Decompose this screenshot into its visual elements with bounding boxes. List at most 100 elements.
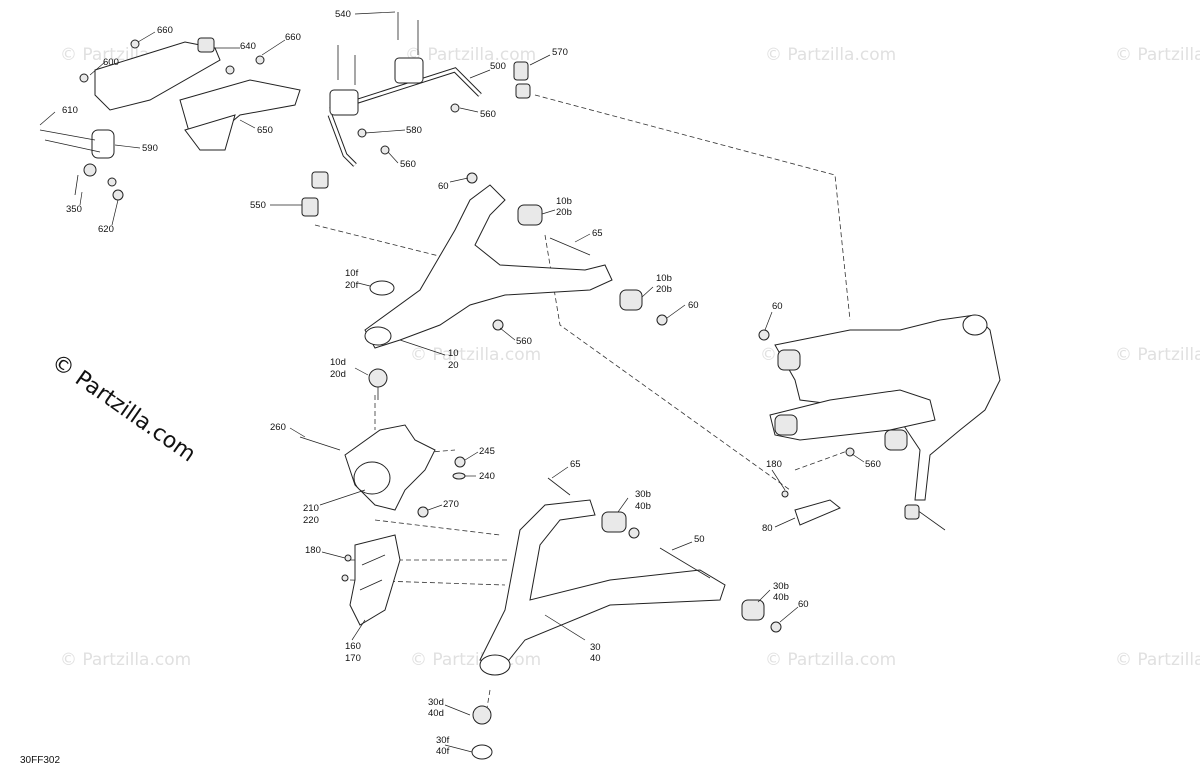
nut-icon xyxy=(341,574,349,582)
nut-icon xyxy=(112,189,124,201)
callout-600: 600 xyxy=(103,57,119,68)
nut-icon xyxy=(225,65,235,75)
nut-icon xyxy=(83,163,97,177)
a-arm-icon xyxy=(364,184,613,349)
callout-180: 180 xyxy=(305,545,321,556)
callout-180: 180 xyxy=(766,459,782,470)
callout-650: 650 xyxy=(257,125,273,136)
nut-icon xyxy=(357,128,367,138)
nut-icon xyxy=(656,314,668,326)
callout-240: 240 xyxy=(479,471,495,482)
callout-245: 245 xyxy=(479,446,495,457)
ball-joint-icon xyxy=(472,705,492,725)
upper-a-arm-group xyxy=(364,172,668,400)
callout-620: 620 xyxy=(98,224,114,235)
ball-joint-icon xyxy=(904,504,920,520)
bushing-icon xyxy=(517,204,543,226)
callout-40: 40 xyxy=(590,653,601,664)
callout-660: 660 xyxy=(285,32,301,43)
drawing-code: 30FF302 xyxy=(20,755,60,766)
watermark: © Partzilla.com xyxy=(1115,345,1200,365)
callout-65: 65 xyxy=(570,459,581,470)
callout-20b: 20b xyxy=(556,207,572,218)
watermark-layer: © Partzilla.com © Partzilla.com © Partzi… xyxy=(60,45,1200,670)
callout-260: 260 xyxy=(270,422,286,433)
nut-icon xyxy=(454,456,466,468)
callout-500: 500 xyxy=(490,61,506,72)
brand-logo-text: © Partzilla.com xyxy=(47,349,200,467)
callout-580: 580 xyxy=(406,125,422,136)
callout-40b: 40b xyxy=(635,501,651,512)
callout-50: 50 xyxy=(694,534,705,545)
callout-590: 590 xyxy=(142,143,158,154)
nut-icon xyxy=(492,319,504,331)
callout-270: 270 xyxy=(443,499,459,510)
callout-640: 640 xyxy=(240,41,256,52)
bushing-icon xyxy=(329,89,359,116)
watermark: © Partzilla.com xyxy=(410,650,541,670)
nut-icon xyxy=(255,55,265,65)
watermark: © Partzilla.com xyxy=(60,650,191,670)
nut-icon xyxy=(628,527,640,539)
callout-350: 350 xyxy=(66,204,82,215)
nut-icon xyxy=(417,506,429,518)
callout-60: 60 xyxy=(798,599,809,610)
callout-60: 60 xyxy=(438,181,449,192)
callout-10b: 10b xyxy=(556,196,572,207)
callout-560: 560 xyxy=(480,109,496,120)
bushing-icon xyxy=(601,511,627,533)
nut-icon xyxy=(770,621,782,633)
watermark: © Partzilla.com xyxy=(410,345,541,365)
callout-560: 560 xyxy=(865,459,881,470)
ball-joint-icon xyxy=(368,368,388,388)
nut-icon xyxy=(450,103,460,113)
lower-a-arm-group xyxy=(471,477,782,760)
watermark: © Partzilla.com xyxy=(1115,650,1200,670)
callout-660: 660 xyxy=(157,25,173,36)
callout-labels: 660 600 640 660 610 590 650 350 620 540 … xyxy=(62,9,881,757)
bushing-icon xyxy=(394,57,424,84)
ball-joint-icon xyxy=(301,197,319,217)
assembly-guide-lines xyxy=(314,94,851,721)
callout-160: 160 xyxy=(345,641,361,652)
callout-leaders xyxy=(39,11,865,753)
watermark: © Partzilla.com xyxy=(765,650,896,670)
callout-60: 60 xyxy=(688,300,699,311)
callout-570: 570 xyxy=(552,47,568,58)
bushing-icon xyxy=(774,414,798,436)
callout-80: 80 xyxy=(762,523,773,534)
sway-bar-group xyxy=(301,12,531,217)
callout-30d: 30d xyxy=(428,697,444,708)
callout-210: 210 xyxy=(303,503,319,514)
bushing-icon xyxy=(619,289,643,311)
nut-icon xyxy=(466,172,478,184)
callout-10b: 10b xyxy=(656,273,672,284)
callout-610: 610 xyxy=(62,105,78,116)
callout-10d: 10d xyxy=(330,357,346,368)
callout-540: 540 xyxy=(335,9,351,20)
bushing-icon xyxy=(197,37,215,53)
nut-icon xyxy=(130,39,140,49)
steering-knuckle-group xyxy=(299,424,466,518)
callout-560: 560 xyxy=(516,336,532,347)
watermark: © Partzilla.com xyxy=(765,45,896,65)
nut-icon xyxy=(380,145,390,155)
protector-plate-group xyxy=(341,534,401,626)
callout-20d: 20d xyxy=(330,369,346,380)
callout-170: 170 xyxy=(345,653,361,664)
callout-60: 60 xyxy=(772,301,783,312)
callout-20f: 20f xyxy=(345,280,359,291)
assembled-view-group xyxy=(758,314,1001,531)
callout-220: 220 xyxy=(303,515,319,526)
nut-icon xyxy=(344,554,352,562)
callout-65: 65 xyxy=(592,228,603,239)
callout-560: 560 xyxy=(400,159,416,170)
bushing-icon xyxy=(741,599,765,621)
ball-joint-icon xyxy=(513,61,529,81)
callout-550: 550 xyxy=(250,200,266,211)
nut-icon xyxy=(781,490,789,498)
a-arm-icon xyxy=(479,499,726,666)
callout-30b: 30b xyxy=(773,581,789,592)
ball-joint-icon xyxy=(311,171,329,189)
nut-icon xyxy=(107,177,117,187)
